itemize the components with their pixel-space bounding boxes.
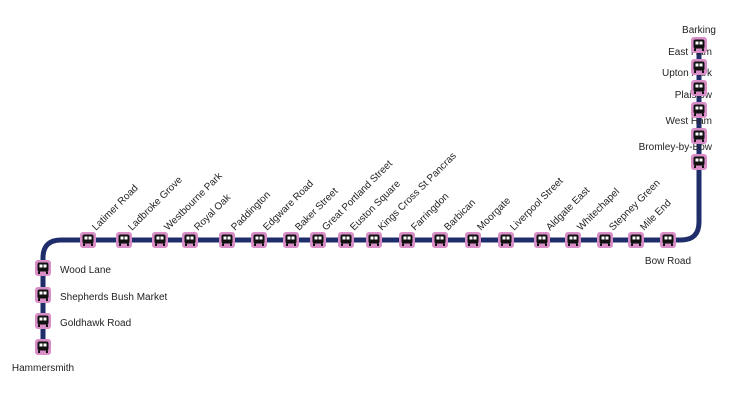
train-icon — [662, 234, 674, 246]
train-icon — [467, 234, 479, 246]
station-label: East Ham — [668, 47, 712, 58]
station-label: Shepherds Bush Market — [60, 292, 168, 303]
station-hammersmith[interactable]: Hammersmith — [12, 339, 74, 374]
train-icon — [434, 234, 446, 246]
station-label: Upton Park — [662, 68, 713, 79]
train-icon — [693, 61, 705, 73]
train-icon — [693, 104, 705, 116]
train-icon — [37, 262, 49, 274]
station-label: Goldhawk Road — [60, 318, 131, 329]
train-icon — [82, 234, 94, 246]
train-icon — [693, 130, 705, 142]
station-upton-park[interactable]: Upton Park — [662, 68, 713, 96]
station-east-ham[interactable]: East Ham — [668, 47, 712, 75]
stations-layer: Hammersmith Goldhawk Road Shepherds Bush M… — [12, 25, 716, 374]
train-icon — [401, 234, 413, 246]
station-label: Bromley-by-Bow — [639, 142, 713, 153]
station-label: Bow Road — [645, 256, 691, 267]
train-icon — [253, 234, 265, 246]
train-icon — [599, 234, 611, 246]
station-liverpool-street[interactable]: Liverpool Street — [498, 176, 566, 248]
train-icon — [285, 234, 297, 246]
train-icon — [118, 234, 130, 246]
train-icon — [37, 315, 49, 327]
train-icon — [312, 234, 324, 246]
train-icon — [154, 234, 166, 246]
train-icon — [340, 234, 352, 246]
station-label: Hammersmith — [12, 363, 74, 374]
train-icon — [500, 234, 512, 246]
train-icon — [693, 39, 705, 51]
train-icon — [536, 234, 548, 246]
train-icon — [184, 234, 196, 246]
station-label: Wood Lane — [60, 265, 111, 276]
train-icon — [630, 234, 642, 246]
station-barking[interactable]: Barking — [682, 25, 716, 53]
train-icon — [368, 234, 380, 246]
station-goldhawk-road[interactable]: Goldhawk Road — [35, 313, 131, 329]
train-icon — [37, 341, 49, 353]
train-icon — [693, 82, 705, 94]
station-west-ham[interactable]: West Ham — [666, 116, 713, 144]
train-icon — [693, 156, 705, 168]
train-icon — [37, 289, 49, 301]
station-ladbroke-grove[interactable]: Ladbroke Grove — [116, 174, 185, 248]
station-bow-road[interactable]: Bow Road — [645, 232, 691, 267]
station-shepherds-bush-market[interactable]: Shepherds Bush Market — [35, 287, 168, 303]
train-icon — [221, 234, 233, 246]
station-label: Barbican — [442, 197, 478, 233]
station-label: Barking — [682, 25, 716, 36]
station-wood-lane[interactable]: Wood Lane — [35, 260, 111, 276]
station-label: Moorgate — [475, 195, 513, 233]
train-icon — [567, 234, 579, 246]
station-label: West Ham — [666, 116, 713, 127]
station-bromley-by-bow[interactable]: Bromley-by-Bow — [639, 142, 713, 170]
